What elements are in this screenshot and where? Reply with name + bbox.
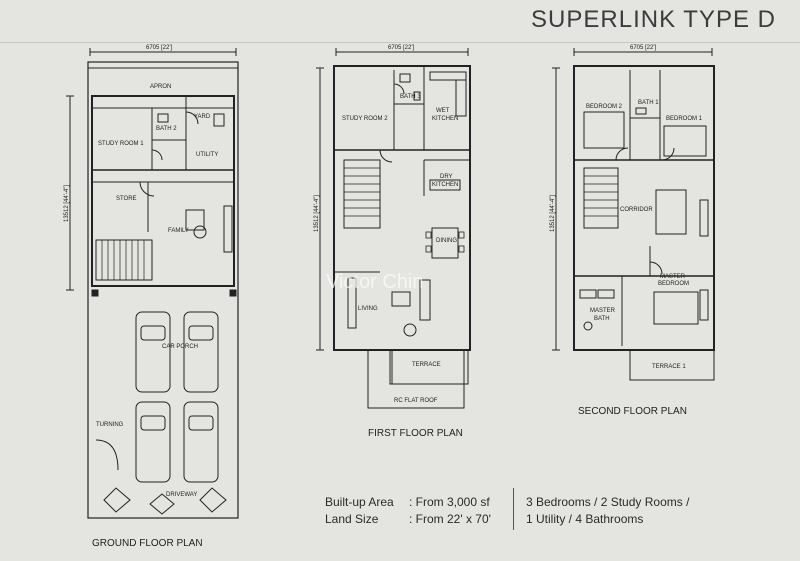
- first-width-dim: 6705 [22']: [388, 45, 415, 51]
- room-terrace-1: TERRACE 1: [652, 364, 686, 370]
- room-family: FAMILY: [168, 228, 189, 234]
- room-apron: APRON: [150, 84, 171, 90]
- room-driveway: DRIVEWAY: [166, 492, 197, 498]
- room-utility: UTILITY: [196, 152, 218, 158]
- room-wet-kitchen-2: KITCHEN: [432, 116, 458, 122]
- rooms-summary-line-2: 1 Utility / 4 Bathrooms: [526, 512, 644, 526]
- rooms-summary: 3 Bedrooms / 2 Study Rooms / 1 Utility /…: [526, 494, 689, 528]
- first-depth-dim: 13512 [44'-4"]: [314, 195, 320, 232]
- page-title: SUPERLINK TYPE D: [531, 6, 776, 33]
- built-up-value: : From 3,000 sf: [409, 495, 490, 509]
- room-car-porch: CAR PORCH: [162, 344, 198, 350]
- room-terrace: TERRACE: [412, 362, 441, 368]
- specs-area: Built-up Area : From 3,000 sf Land Size : …: [325, 494, 491, 528]
- first-floor-plan: [316, 48, 471, 409]
- room-bedroom-1: BEDROOM 1: [666, 116, 703, 122]
- room-bath-3: BATH 3: [400, 94, 421, 100]
- room-yard: YARD: [194, 114, 211, 120]
- room-master-bath-2: BATH: [594, 316, 610, 322]
- ground-depth-dim: 13512 [44'-4"]: [64, 185, 70, 222]
- ground-floor-plan: [66, 48, 239, 519]
- second-floor-plan: [552, 48, 715, 381]
- ground-width-dim: 6705 [22']: [146, 45, 173, 51]
- room-bath-2: BATH 2: [156, 126, 177, 132]
- caption-first-floor: FIRST FLOOR PLAN: [368, 428, 463, 439]
- land-size-value: : From 22' x 70': [409, 512, 491, 526]
- room-dining: DINING: [436, 238, 457, 244]
- room-rc-flat-roof: RC FLAT ROOF: [394, 398, 438, 404]
- room-bedroom-2: BEDROOM 2: [586, 104, 623, 110]
- room-master-bath-1: MASTER: [590, 308, 616, 314]
- watermark: Victor Chin: [326, 271, 423, 293]
- room-dry-kitchen-2: KITCHEN: [432, 182, 458, 188]
- title-underline: [0, 42, 800, 43]
- room-turning: TURNING: [96, 422, 124, 428]
- rooms-summary-line-1: 3 Bedrooms / 2 Study Rooms /: [526, 495, 690, 509]
- room-living: LIVING: [358, 306, 378, 312]
- room-bath-1: BATH 1: [638, 100, 659, 106]
- room-master-bedroom-1: MASTER: [660, 274, 686, 280]
- built-up-label: Built-up Area: [325, 495, 394, 509]
- caption-second-floor: SECOND FLOOR PLAN: [578, 406, 687, 417]
- second-width-dim: 6705 [22']: [630, 45, 657, 51]
- specs-divider: [513, 488, 514, 530]
- room-wet-kitchen-1: WET: [436, 108, 450, 114]
- room-corridor: CORRIDOR: [620, 207, 653, 213]
- caption-ground-floor: GROUND FLOOR PLAN: [92, 538, 203, 549]
- room-master-bedroom-2: BEDROOM: [658, 281, 689, 287]
- room-study-2: STUDY ROOM 2: [342, 116, 388, 122]
- room-store: STORE: [116, 196, 137, 202]
- land-size-label: Land Size: [325, 512, 379, 526]
- room-dry-kitchen-1: DRY: [440, 174, 453, 180]
- room-study-1: STUDY ROOM 1: [98, 141, 144, 147]
- second-depth-dim: 13512 [44'-4"]: [550, 195, 556, 232]
